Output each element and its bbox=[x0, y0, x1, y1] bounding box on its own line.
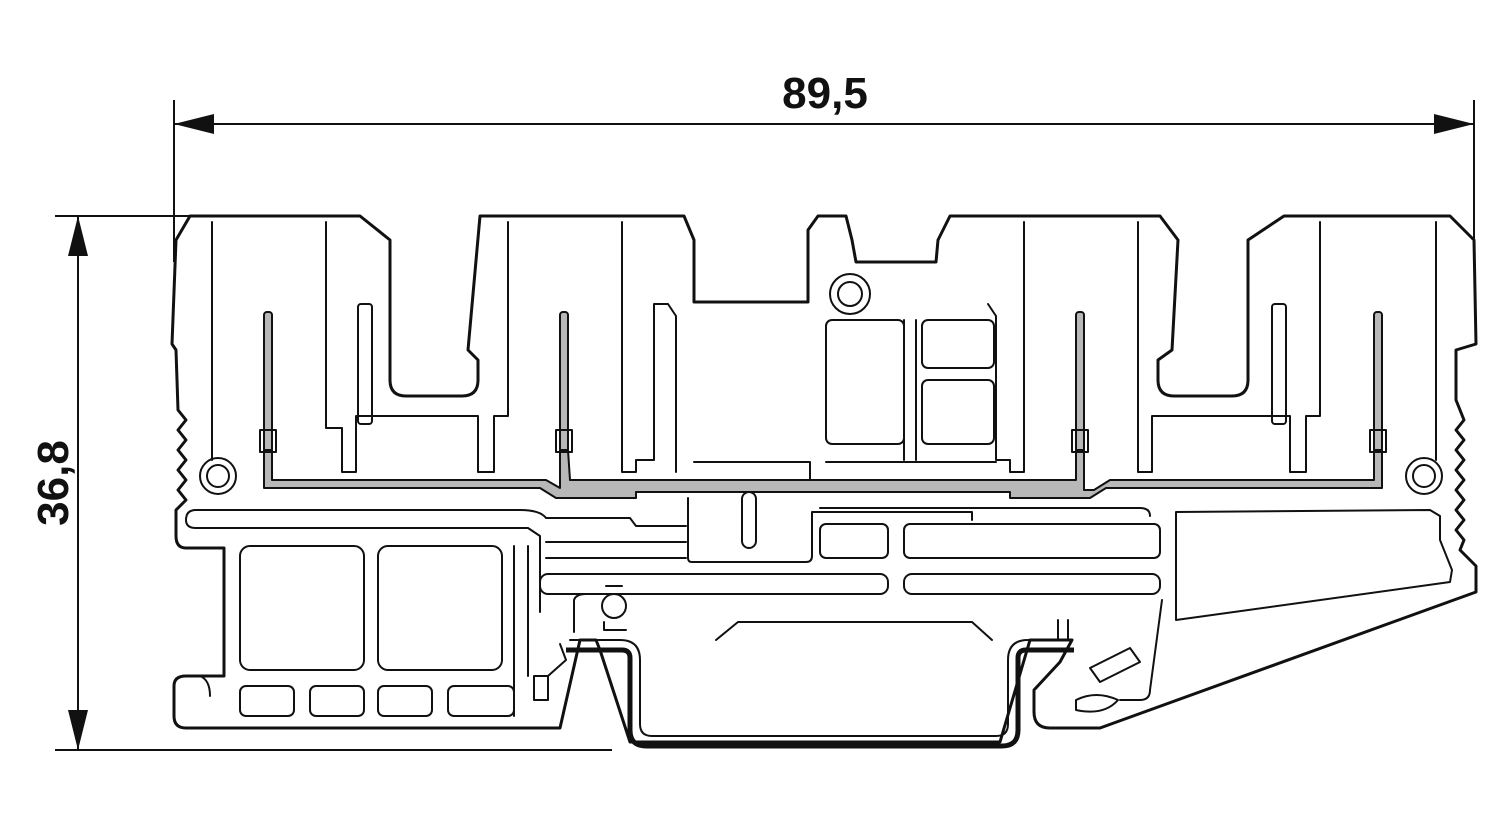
din-rail bbox=[566, 619, 1074, 749]
din-rail-profile bbox=[566, 647, 1074, 749]
center-bridge bbox=[687, 319, 997, 563]
height-dimension: 36,8 bbox=[29, 215, 612, 751]
terminal-housing bbox=[170, 214, 1478, 744]
arrowhead-top bbox=[68, 216, 88, 256]
contact-springs bbox=[259, 311, 1387, 499]
arrowhead-right bbox=[1434, 114, 1474, 134]
hole-left bbox=[199, 457, 237, 495]
arrowhead-left bbox=[174, 114, 214, 134]
lower-channels bbox=[185, 507, 1453, 713]
width-dimension: 89,5 bbox=[173, 69, 1475, 268]
height-label: 36,8 bbox=[29, 440, 78, 526]
latch-pin bbox=[601, 593, 627, 619]
bus-bar bbox=[263, 449, 1383, 499]
left-foot bbox=[199, 545, 627, 717]
clamp-pockets bbox=[211, 221, 1437, 473]
hole-right bbox=[1405, 457, 1443, 495]
hole-center bbox=[829, 273, 871, 315]
test-holes bbox=[199, 273, 1443, 495]
arrowhead-bottom bbox=[68, 710, 88, 750]
width-label: 89,5 bbox=[782, 69, 868, 118]
